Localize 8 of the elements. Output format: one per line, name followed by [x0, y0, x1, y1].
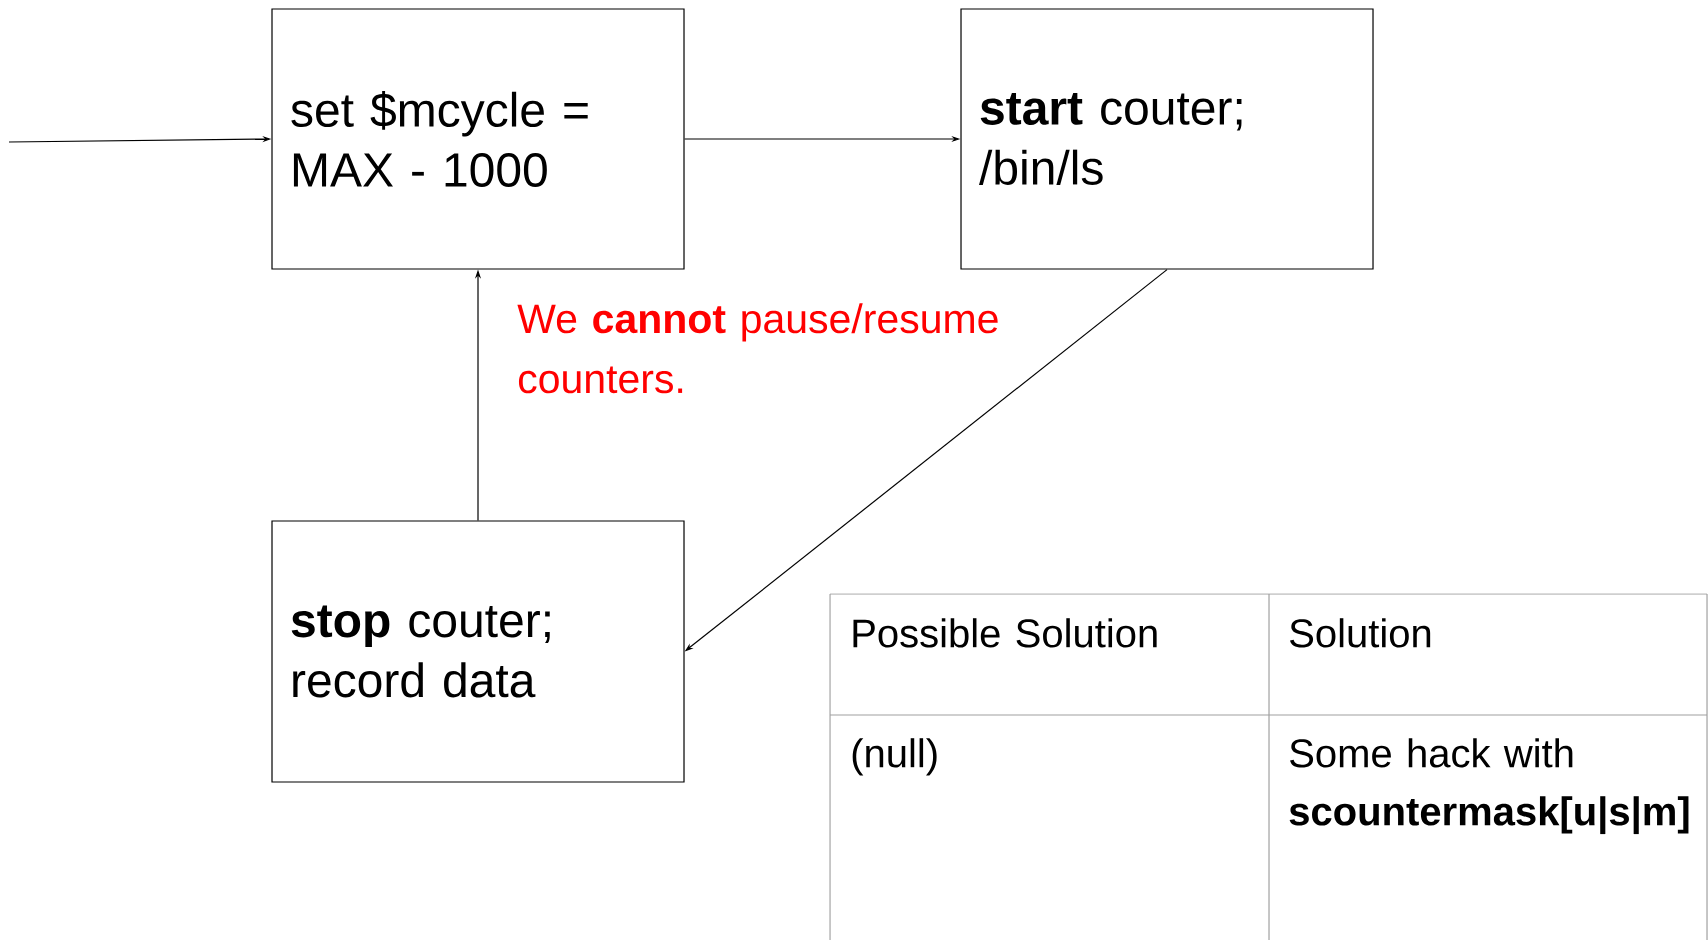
table-cell: Possible Solution	[853, 618, 1157, 648]
process-box: set $mcycle = MAX - 1000	[271, 8, 685, 270]
table-cell: Some hack with scountermask[u|s|m]	[1289, 738, 1689, 835]
process-box: stop couter; record data	[271, 520, 685, 783]
process-box: start couter; /bin/ls	[960, 8, 1374, 270]
table-cell: (null)	[852, 738, 937, 776]
table-cell: Solution	[1290, 618, 1431, 648]
note-text: We cannot pause/resume counters.	[517, 303, 998, 394]
